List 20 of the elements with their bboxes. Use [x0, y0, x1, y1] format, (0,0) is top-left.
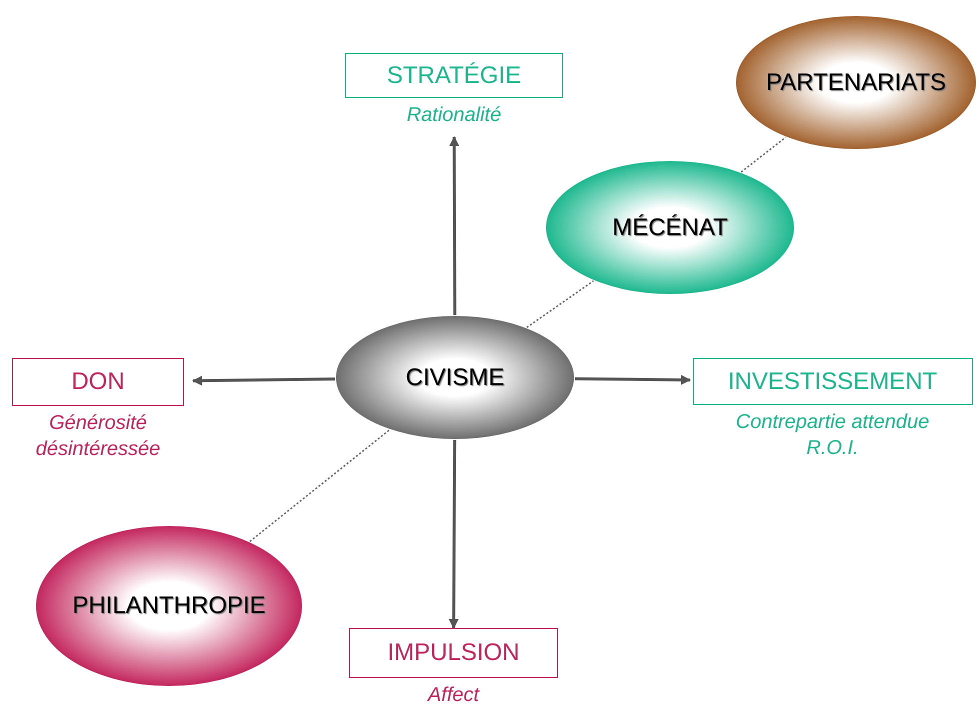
caption-text: Affect: [428, 683, 480, 708]
dotted-connector: [740, 136, 786, 173]
caption-text: R.O.I.: [806, 436, 859, 461]
concept-box: IMPULSION: [349, 628, 558, 678]
caption-text: Rationalité: [406, 103, 502, 128]
caption-text: Générosité désintéressée: [34, 411, 162, 462]
node-label: PHILANTHROPIE: [72, 591, 266, 621]
arrow: [574, 374, 691, 385]
arrow: [192, 376, 336, 386]
node-label: CIVISME: [406, 362, 504, 392]
concept-box: STRATÉGIE: [345, 53, 563, 98]
node-label: MÉCÉNAT: [612, 212, 728, 242]
dotted-connector: [526, 280, 594, 328]
node-label: PARTENARIATS: [766, 68, 946, 98]
arrow: [448, 440, 459, 629]
arrow: [449, 136, 460, 315]
concept-box: DON: [12, 358, 184, 406]
concept-box: INVESTISSEMENT: [692, 358, 972, 405]
dotted-connector: [249, 429, 390, 542]
caption-text: Contrepartie attendue: [736, 410, 930, 435]
